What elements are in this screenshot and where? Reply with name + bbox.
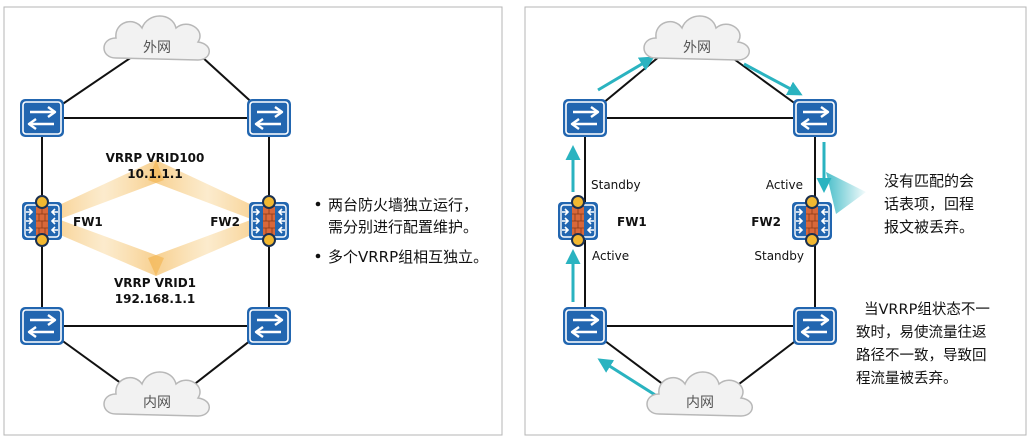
drop-note-line: 话表项，回程 [884,195,974,213]
right-fw2-state-bottom: Standby [754,249,804,263]
bullet-dot [315,201,321,207]
right-switch-bottom-right-icon [791,305,839,347]
svg-text:内网: 内网 [143,395,171,411]
right-summary-note: 当VRRP组状态不一 致时，易使流量往返 路径不一致，导致回 程流量被丢弃。 [856,301,990,387]
svg-text:外网: 外网 [143,40,171,56]
right-switch-top-left-icon [561,97,609,139]
flow-arrow [597,56,655,92]
drop-note-line: 报文被丢弃。 [884,218,974,236]
left-switch-bottom-left-icon [18,305,66,347]
right-fw2-label: FW2 [751,215,781,229]
right-switch-top-right-icon [791,97,839,139]
flow-arrow [597,358,661,400]
right-fw2-firewall-icon [791,195,833,247]
left-fw2-firewall-icon [248,195,290,247]
left-fw1-firewall-icon [21,195,63,247]
svg-text:内网: 内网 [686,395,714,411]
right-cloud-internal: 内网 [646,371,754,417]
left-fw1-label: FW1 [73,215,103,229]
summary-note-line: 路径不一致，导致回 [856,347,987,364]
right-traffic-flow-arrows [565,56,832,400]
left-switch-top-left-icon [18,97,66,139]
right-cloud-external: 外网 [643,15,751,61]
svg-text:外网: 外网 [683,40,711,56]
left-switch-top-right-icon [245,97,293,139]
left-vrrp-bottom-ip: 192.168.1.1 [115,292,195,306]
right-fw2-state-top: Active [766,178,803,192]
right-fw1-state-top: Standby [591,178,641,192]
drop-note-line: 没有匹配的会 [884,172,974,190]
left-switch-bottom-right-icon [245,305,293,347]
left-bullet-list: 两台防火墙独立运行， 需分别进行配置维护。 多个VRRP组相互独立。 [315,196,488,266]
summary-note-line: 当VRRP组状态不一 [864,301,990,318]
bullet-dot [315,253,321,259]
packet-drop-indicator [826,172,866,214]
right-fw1-state-bottom: Active [592,249,629,263]
left-cloud-internal: 内网 [103,371,211,417]
summary-note-line: 程流量被丢弃。 [856,370,958,387]
right-fw1-firewall-icon [557,195,599,247]
summary-note-line: 致时，易使流量往返 [856,324,987,341]
left-fw2-label: FW2 [210,215,240,229]
left-vrrp-top-name: VRRP VRID100 [106,151,205,165]
left-cloud-external: 外网 [103,15,211,61]
bullet-2-line-1: 多个VRRP组相互独立。 [328,248,488,266]
vrrp-glow-bands [44,160,267,276]
right-drop-note: 没有匹配的会 话表项，回程 报文被丢弃。 [884,172,974,236]
right-switch-bottom-left-icon [561,305,609,347]
bullet-1-line-2: 需分别进行配置维护。 [328,218,478,236]
left-vrrp-top-ip: 10.1.1.1 [127,167,182,181]
bullet-1-line-1: 两台防火墙独立运行， [328,196,478,214]
right-fw1-label: FW1 [617,215,647,229]
left-vrrp-bottom-name: VRRP VRID1 [114,276,196,290]
flow-arrow [743,62,803,96]
